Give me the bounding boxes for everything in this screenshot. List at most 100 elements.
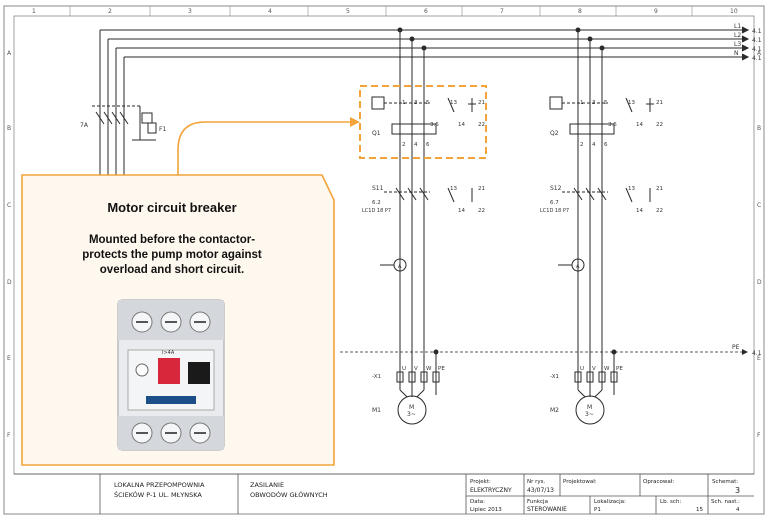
pe-line: PE 4.1 xyxy=(340,344,762,357)
aux-contact-label: 21 xyxy=(478,186,485,192)
pin-bottom-label: 2 xyxy=(580,142,584,148)
column-number: 2 xyxy=(108,8,112,15)
black-start-button xyxy=(188,362,210,384)
column-number: 8 xyxy=(578,8,582,15)
breaker-range-label: 3.6 xyxy=(608,122,617,128)
pin-bottom-label: 6 xyxy=(426,142,430,148)
motor-phase: 3~ xyxy=(585,411,594,418)
terminal-name: U xyxy=(580,366,584,372)
aux-contact-label: 13 xyxy=(628,186,635,192)
pin-top-label: 1 xyxy=(580,100,584,106)
contactor-label: S12 xyxy=(550,185,562,192)
pe-line-label: PE xyxy=(732,344,740,351)
aux-contact-label: 13 xyxy=(450,186,457,192)
motor-label: M2 xyxy=(550,407,559,414)
next-sheet-label: Sch. nast.: xyxy=(711,499,740,505)
row-letter: D xyxy=(7,279,12,286)
motor-label: M1 xyxy=(372,407,381,414)
column-number: 4 xyxy=(268,8,272,15)
terminal-block xyxy=(574,371,582,383)
pin-top-label: 1 xyxy=(402,100,406,106)
breaker-label: Q2 xyxy=(550,130,559,137)
line-l1-ref: 4.1 xyxy=(752,28,762,35)
aux-contact-label: 21 xyxy=(656,100,663,106)
ammeter-label: A xyxy=(576,264,580,270)
junction-dot xyxy=(409,36,415,42)
function-value: STEROWANIE xyxy=(527,506,567,513)
location-label: Lokalizacja: xyxy=(594,499,626,505)
line-l2-label: L2 xyxy=(734,32,741,39)
pe-line-ref: 4.1 xyxy=(752,350,762,357)
supply-bus xyxy=(100,26,750,61)
callout-connector xyxy=(177,121,352,175)
next-sheet-value: 4 xyxy=(736,507,740,513)
drawing-no-value: 43/07/13 xyxy=(527,487,554,494)
pin-top-label: 5 xyxy=(426,100,430,106)
aux-contact-label: 13 xyxy=(628,100,635,106)
breaker-handle-icon xyxy=(371,96,385,110)
motor-symbol: M xyxy=(587,404,592,411)
date-value: Lipiec 2013 xyxy=(470,507,502,513)
contactor-label: S11 xyxy=(372,185,384,192)
line-n-label: N xyxy=(734,50,739,57)
pin-bottom-label: 6 xyxy=(604,142,608,148)
checked-label: Opracował: xyxy=(643,479,674,485)
title-block-text: LOKALNA PRZEPOMPOWNIA ŚCIEKÓW P-1 UL. MŁ… xyxy=(114,479,740,513)
aux-contact-label: 22 xyxy=(656,208,663,214)
date-label: Data: xyxy=(470,499,485,505)
pin-top-label: 3 xyxy=(414,100,418,106)
line-l3-label: L3 xyxy=(734,41,741,48)
row-letter: B xyxy=(7,125,11,132)
column-number: 7 xyxy=(500,8,504,15)
junction-dot xyxy=(421,45,427,51)
terminal-name: W xyxy=(426,366,432,372)
location-value: P1 xyxy=(594,507,601,513)
adjust-dial-icon xyxy=(135,363,149,377)
drawing-no-label: Nr rys. xyxy=(527,479,546,485)
pin-bottom-label: 4 xyxy=(592,142,596,148)
sheets-value: 15 xyxy=(696,507,703,513)
column-number: 3 xyxy=(188,8,192,15)
row-letter: D xyxy=(757,279,762,286)
line-l1-label: L1 xyxy=(734,23,741,30)
main-switch-label: F1 xyxy=(159,126,166,133)
sheets-label: Lb. sch: xyxy=(660,499,681,505)
terminal-name: U xyxy=(402,366,406,372)
pin-top-label: 3 xyxy=(592,100,596,106)
terminal-block xyxy=(408,371,416,383)
main-switch-left-label: 7A xyxy=(80,122,89,129)
callout-arrowhead xyxy=(350,117,360,127)
aux-contact-label: 14 xyxy=(636,122,643,128)
breaker-symbol xyxy=(391,123,437,135)
drawing-title-line2: OBWODÓW GŁÓWNYCH xyxy=(250,490,328,499)
row-letter: E xyxy=(757,355,761,362)
contactor-type-label: LC1D 18 P7 xyxy=(540,208,569,214)
scheme-label: Schemat: xyxy=(712,479,738,485)
ammeter-label: A xyxy=(398,264,402,270)
terminal-name: PE xyxy=(616,366,623,372)
breaker-label: Q1 xyxy=(372,130,381,137)
row-letter: E xyxy=(7,355,11,362)
column-number: 9 xyxy=(654,8,658,15)
row-letter: A xyxy=(757,50,762,57)
contactor-range-label: 6.7 xyxy=(550,200,559,206)
project-value: ELEKTRYCZNY xyxy=(470,487,512,494)
aux-contact-label: 13 xyxy=(450,100,457,106)
motor-breaker-illustration: I>4A xyxy=(117,299,225,451)
designer-label: Projektował: xyxy=(563,479,597,485)
breaker-symbol xyxy=(569,123,615,135)
terminal-name: V xyxy=(414,366,418,372)
row-letter: C xyxy=(757,202,761,209)
sheet-frame xyxy=(3,5,765,515)
row-letter: C xyxy=(7,202,11,209)
terminal-name: W xyxy=(604,366,610,372)
column-number: 1 xyxy=(32,8,36,15)
junction-dot xyxy=(587,36,593,42)
column-number: 6 xyxy=(424,8,428,15)
line-n-ref: 4.1 xyxy=(752,55,762,62)
scheme-value: 3 xyxy=(735,486,740,495)
drawing-title-line1: ZASILANIE xyxy=(250,481,284,489)
motor-circuit-1 xyxy=(371,27,476,425)
